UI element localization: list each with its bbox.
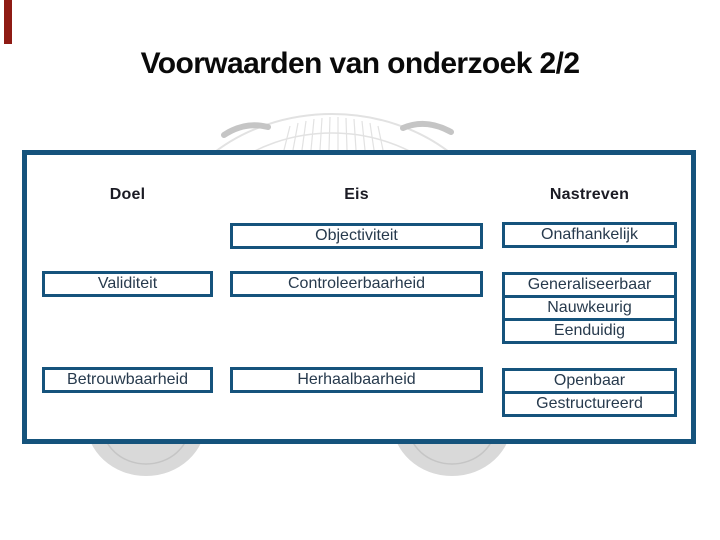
box-objectiviteit: Objectiviteit <box>230 223 483 249</box>
watermark-hatch-lines <box>283 116 384 151</box>
box-betrouwbaarheid: Betrouwbaarheid <box>42 367 213 393</box>
column-header-doel: Doel <box>109 186 146 203</box>
box-nauwkeurig: Nauwkeurig <box>505 295 674 318</box>
box-stack-nastreven-row3: Openbaar Gestructureerd <box>502 368 677 417</box>
box-gestructureerd: Gestructureerd <box>505 391 674 414</box>
box-generaliseerbaar: Generaliseerbaar <box>527 276 652 293</box>
box-herhaalbaarheid: Herhaalbaarheid <box>230 367 483 393</box>
column-header-nastreven: Nastreven <box>549 186 630 203</box>
box-stack-nastreven-row2: Generaliseerbaar Nauwkeurig Eenduidig <box>502 272 677 344</box>
watermark-right-swoosh <box>400 120 454 135</box>
slide-title: Voorwaarden van onderzoek 2/2 <box>140 47 580 80</box>
diagram-frame: Doel Eis Nastreven Objectiviteit Onafhan… <box>22 150 696 444</box>
box-controleerbaarheid: Controleerbaarheid <box>230 271 483 297</box>
box-validiteit: Validiteit <box>42 271 213 297</box>
accent-bar <box>4 0 12 44</box>
box-openbaar: Openbaar <box>553 372 626 389</box>
column-header-eis: Eis <box>344 186 369 203</box>
box-onafhankelijk: Onafhankelijk <box>502 222 677 248</box>
watermark-left-swoosh <box>221 122 271 138</box>
box-eenduidig: Eenduidig <box>505 318 674 341</box>
